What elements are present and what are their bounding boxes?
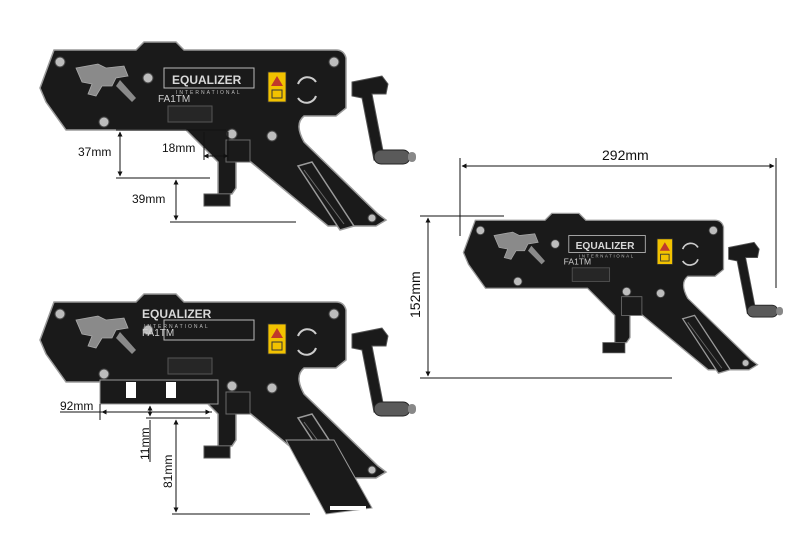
dim-jaw-width: 18mm [162, 141, 195, 155]
dim-jaw-height: 37mm [78, 145, 111, 159]
brand-logo: EQUALIZER [172, 73, 242, 87]
brand-subtitle: INTERNATIONAL [579, 254, 635, 259]
dims-overall: 292mm 152mm [407, 147, 777, 379]
model-label: FA1TM [142, 328, 174, 339]
dim-length-open: 92mm [60, 399, 93, 413]
dim-drop-closed: 39mm [132, 192, 165, 206]
dim-gap-open: 11mm [138, 428, 152, 460]
brand-logo: EQUALIZER [576, 241, 636, 252]
brand-subtitle: INTERNATIONAL [176, 90, 242, 96]
view-overall: EQUALIZER INTERNATIONAL FA1TM [462, 212, 784, 375]
dim-drop-open: 81mm [161, 455, 175, 488]
dims-closed: 37mm 18mm 39mm [78, 129, 296, 223]
model-label: FA1TM [564, 256, 591, 266]
brand-logo: EQUALIZER [142, 307, 212, 321]
view-closed: EQUALIZER INTERNATIONAL FA1TM [39, 41, 417, 231]
dim-width-overall: 292mm [602, 147, 649, 163]
dim-height-overall: 152mm [407, 271, 423, 318]
dims-open: 92mm 11mm 81mm [60, 399, 310, 515]
brand-subtitle: INTERNATIONAL [144, 324, 210, 330]
view-open: EQUALIZER INTERNATIONAL FA1TM [39, 293, 417, 515]
model-label: FA1TM [158, 94, 190, 105]
